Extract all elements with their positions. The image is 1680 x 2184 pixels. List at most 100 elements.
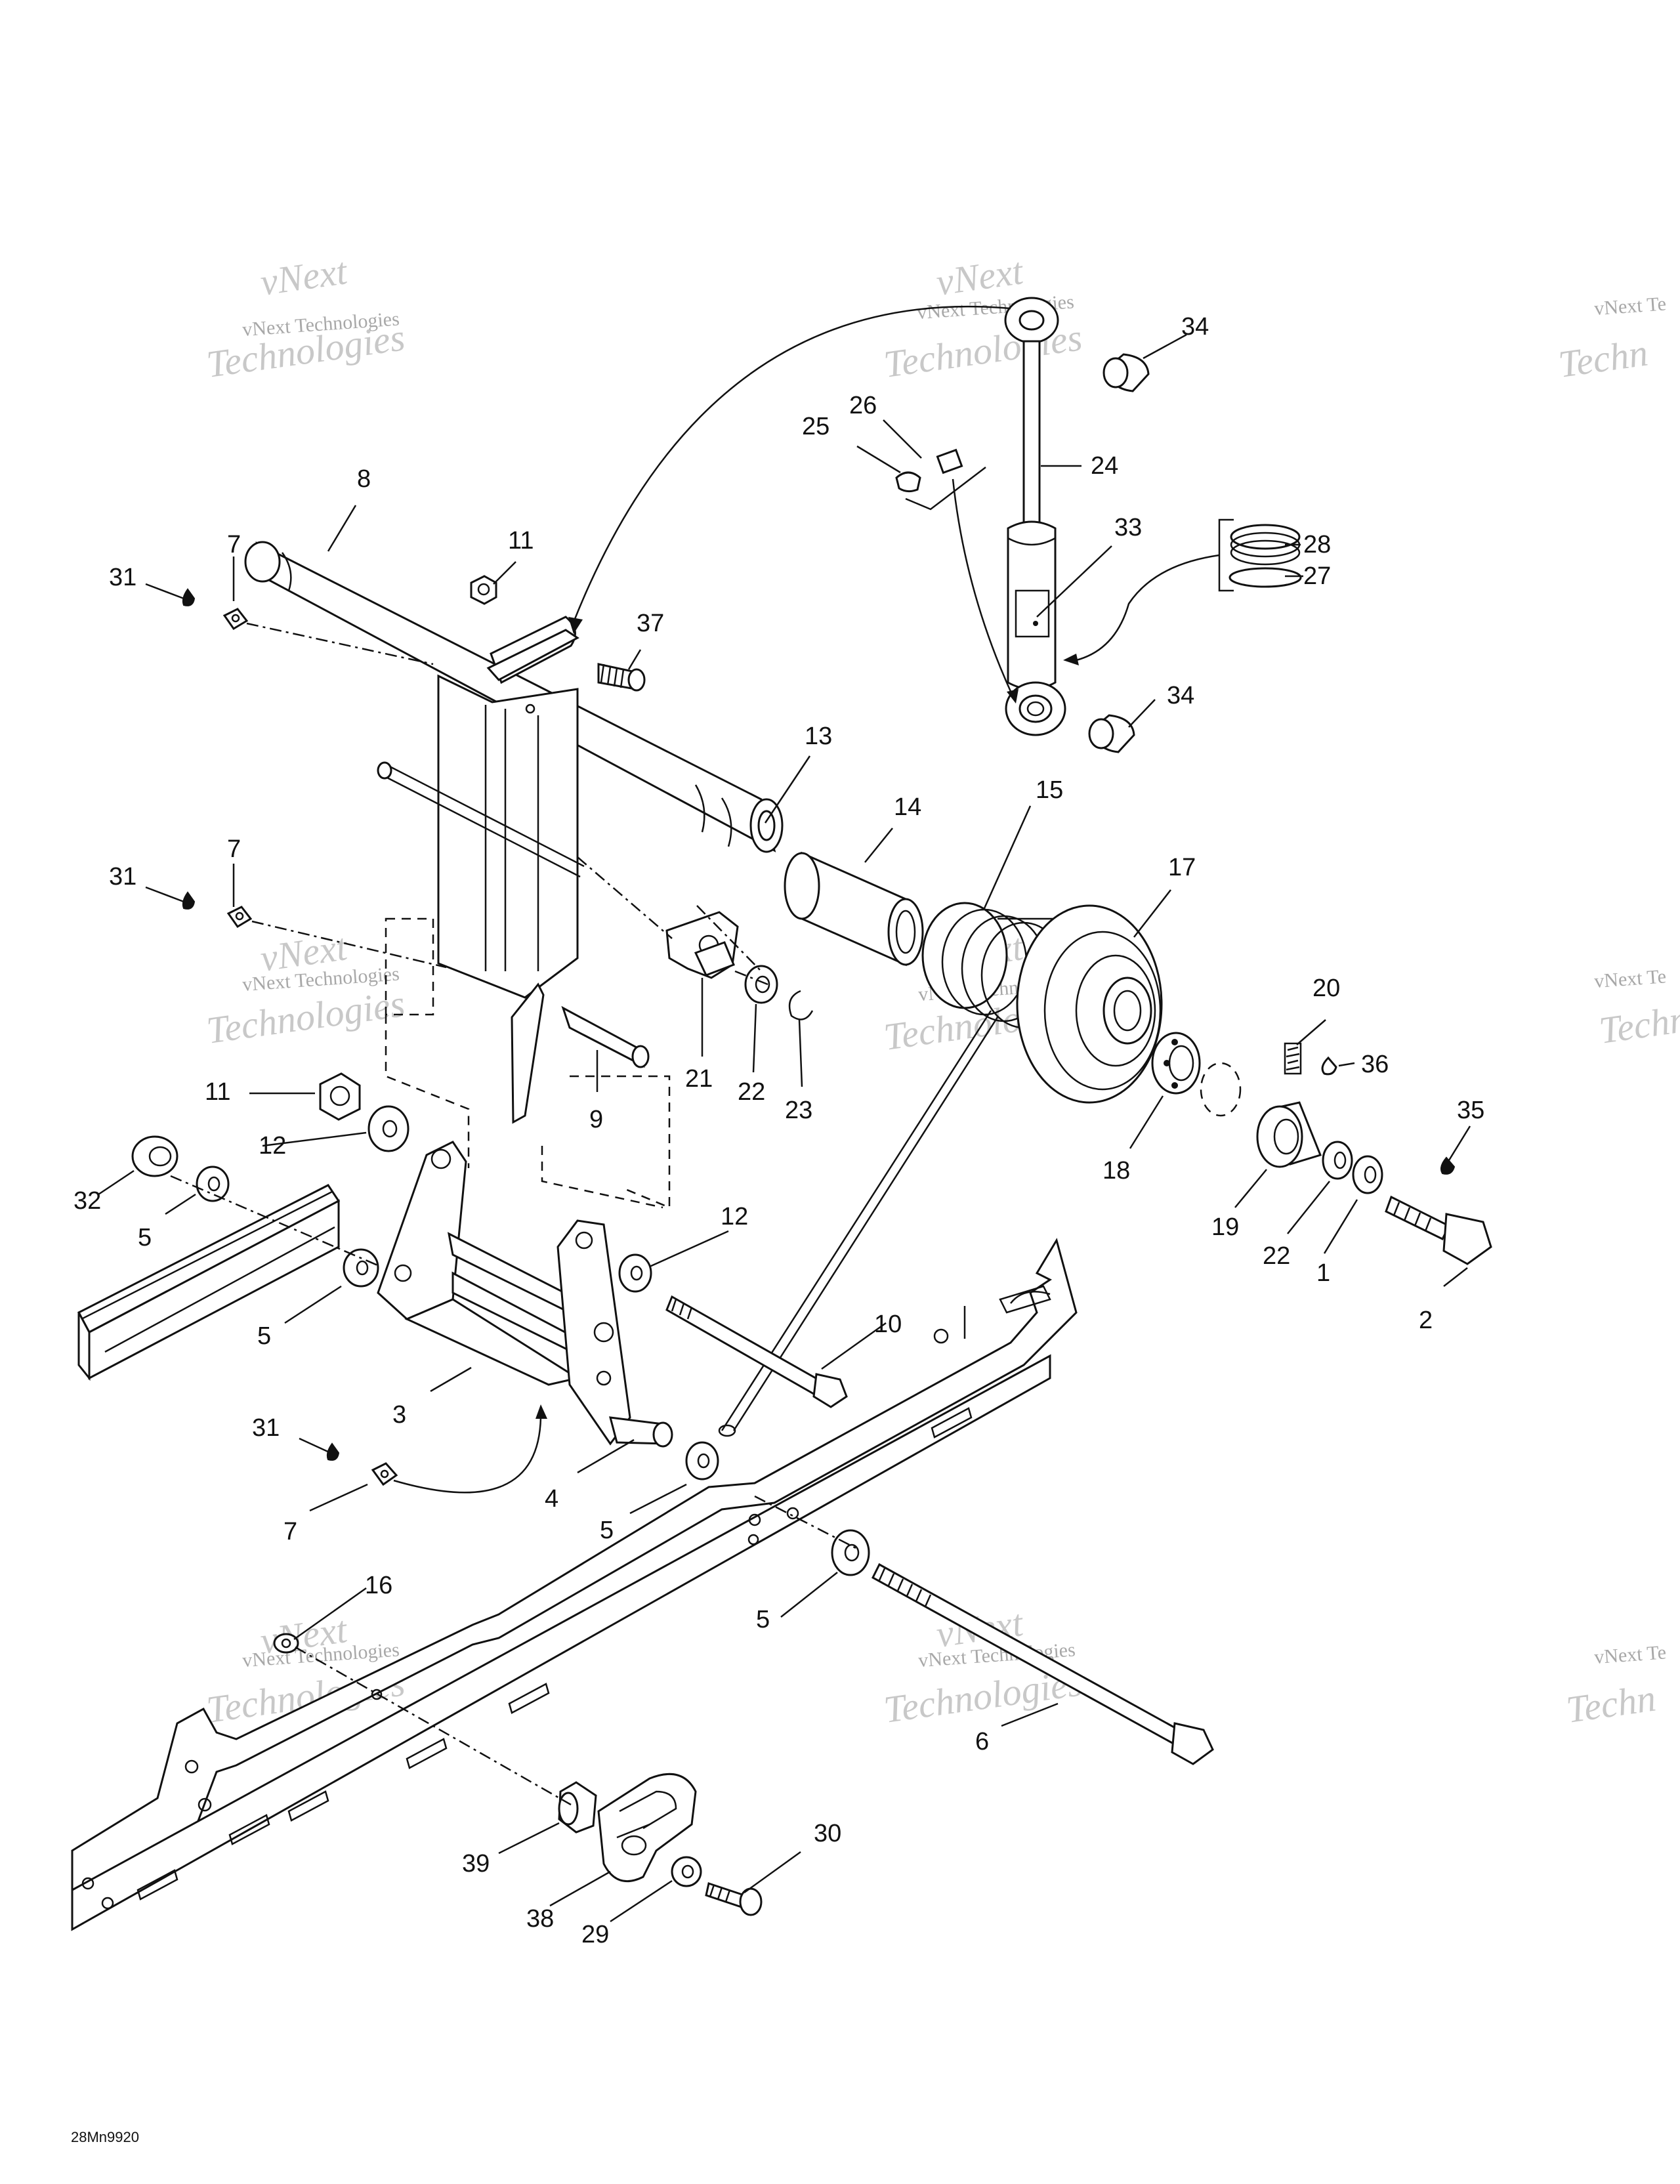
left-slide-rail bbox=[77, 1184, 341, 1381]
callout-33: 33 bbox=[1114, 514, 1142, 541]
callout-6: 6 bbox=[975, 1728, 989, 1755]
grease-drop-31-low bbox=[326, 1442, 340, 1461]
main-slide-rail bbox=[71, 1238, 1078, 1931]
callout-11: 11 bbox=[205, 1078, 230, 1106]
spacer bbox=[1256, 1101, 1322, 1168]
shock-absorber bbox=[1004, 297, 1066, 736]
upper-bracket bbox=[486, 629, 646, 692]
callout-31: 31 bbox=[109, 564, 136, 591]
watermark-mid-left: vNext vNext Technologies Technologies bbox=[204, 925, 408, 1052]
bolt-right bbox=[1385, 1195, 1492, 1265]
watermark-text: Techn bbox=[1564, 1677, 1658, 1731]
upper-cross-tube bbox=[244, 541, 784, 853]
callout-7: 7 bbox=[227, 835, 241, 863]
watermark-text: vNext bbox=[258, 249, 351, 304]
bushing-32 bbox=[131, 1135, 178, 1177]
sleeve bbox=[784, 851, 924, 967]
bushing-upper bbox=[1102, 353, 1150, 392]
callout-19: 19 bbox=[1211, 1213, 1239, 1241]
watermark-top-right: vNext Te Techn bbox=[1556, 293, 1667, 385]
callout-32: 32 bbox=[74, 1187, 101, 1215]
watermark-text: vNext Te bbox=[1593, 1641, 1667, 1668]
bearing-ball bbox=[1171, 1039, 1178, 1045]
callout-12: 12 bbox=[259, 1132, 286, 1160]
washer-bracket bbox=[744, 965, 778, 1004]
callout-1: 1 bbox=[1316, 1259, 1330, 1287]
shock-label-dot bbox=[1033, 621, 1038, 626]
idler-wheel bbox=[1016, 904, 1163, 1104]
washer-right-b bbox=[1352, 1155, 1383, 1194]
callout-39: 39 bbox=[462, 1850, 490, 1878]
washer-29 bbox=[671, 1856, 702, 1887]
grease-nipple-7-mid bbox=[226, 906, 253, 929]
washer-5-mid bbox=[343, 1248, 379, 1288]
grease-drop-36 bbox=[1321, 1056, 1337, 1076]
washer-12-right bbox=[618, 1253, 652, 1293]
circlip bbox=[1200, 1062, 1242, 1117]
washer-12-left bbox=[368, 1105, 410, 1152]
grease-nipple-7-top bbox=[222, 608, 249, 631]
callout-28: 28 bbox=[1303, 531, 1331, 558]
callout-7: 7 bbox=[284, 1518, 297, 1545]
callout-18: 18 bbox=[1102, 1157, 1130, 1185]
watermark-mid-right: vNext Te Techn bbox=[1593, 965, 1680, 1051]
watermark-text: Technologies bbox=[204, 982, 408, 1052]
callout-21: 21 bbox=[685, 1065, 713, 1093]
callout-37: 37 bbox=[637, 610, 664, 637]
callout-11: 11 bbox=[508, 527, 534, 555]
bolt-6 bbox=[872, 1563, 1214, 1765]
callout-34: 34 bbox=[1167, 682, 1194, 709]
grease-drop-31-mid bbox=[182, 891, 196, 910]
callout-5: 5 bbox=[600, 1517, 614, 1544]
callout-9: 9 bbox=[589, 1106, 603, 1133]
callout-22: 22 bbox=[738, 1078, 765, 1106]
watermark-text: vNext Te bbox=[1593, 965, 1667, 992]
grease-drop-31-top bbox=[182, 588, 196, 606]
callout-35: 35 bbox=[1457, 1097, 1484, 1124]
mounting-bracket bbox=[665, 911, 739, 979]
nut-upper bbox=[470, 575, 497, 605]
callout-3: 3 bbox=[392, 1401, 406, 1429]
screw-30 bbox=[705, 1882, 763, 1916]
bushing-39 bbox=[558, 1781, 597, 1834]
grease-drop-35 bbox=[1440, 1156, 1456, 1175]
callout-23: 23 bbox=[785, 1097, 812, 1124]
callout-26: 26 bbox=[849, 392, 877, 419]
washer-right-a bbox=[1322, 1141, 1353, 1180]
callout-7: 7 bbox=[227, 531, 241, 558]
watermark-bottom-right: vNext Te Techn bbox=[1564, 1641, 1667, 1731]
callout-36: 36 bbox=[1361, 1051, 1389, 1078]
callout-2: 2 bbox=[1419, 1307, 1433, 1334]
watermark-text: Techn bbox=[1597, 998, 1680, 1052]
callout-13: 13 bbox=[805, 723, 832, 750]
stopper-38 bbox=[597, 1773, 697, 1883]
callout-24: 24 bbox=[1091, 452, 1118, 480]
callout-25: 25 bbox=[802, 413, 830, 440]
callout-34: 34 bbox=[1181, 313, 1209, 341]
callout-4: 4 bbox=[545, 1485, 558, 1513]
callout-38: 38 bbox=[526, 1905, 554, 1933]
callout-30: 30 bbox=[814, 1820, 841, 1847]
washer-5-left bbox=[196, 1166, 230, 1202]
callout-20: 20 bbox=[1312, 975, 1340, 1002]
bearing bbox=[1151, 1032, 1201, 1095]
callout-27: 27 bbox=[1303, 562, 1331, 590]
nut-lower bbox=[319, 1072, 361, 1121]
bearing-ball bbox=[1171, 1082, 1178, 1089]
fitting-16 bbox=[273, 1633, 299, 1654]
set-screw bbox=[1284, 1042, 1302, 1075]
grease-fitting bbox=[895, 448, 986, 511]
bearing-ball bbox=[1164, 1060, 1170, 1066]
bolt-10 bbox=[665, 1295, 848, 1408]
watermark-text: Techn bbox=[1556, 331, 1650, 386]
callout-5: 5 bbox=[756, 1606, 770, 1633]
callout-31: 31 bbox=[252, 1414, 280, 1442]
dashed-boxes bbox=[385, 917, 671, 1209]
callout-17: 17 bbox=[1168, 854, 1196, 881]
lower-pivot-rod bbox=[377, 761, 650, 1124]
callout-22: 22 bbox=[1263, 1242, 1290, 1270]
assembly-lines bbox=[170, 622, 860, 1806]
callout-10: 10 bbox=[874, 1311, 902, 1338]
spring-rings bbox=[1218, 518, 1302, 592]
